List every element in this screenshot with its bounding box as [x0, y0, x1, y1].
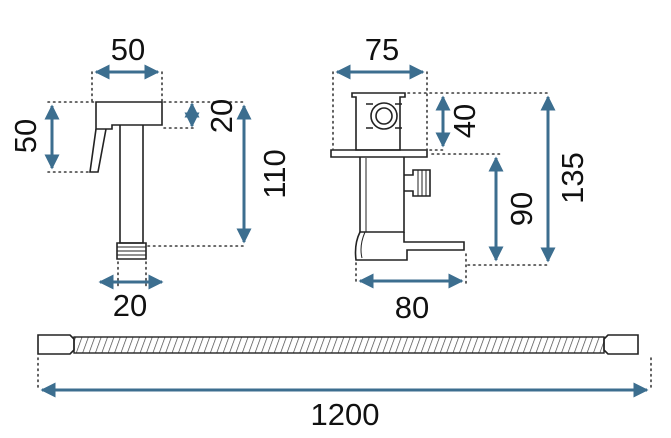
- dim-sprayer-height: 50: [8, 119, 43, 153]
- valve-extension-lines: [332, 71, 549, 286]
- dim-valve-width: 75: [365, 32, 399, 67]
- dim-valve-top: 40: [447, 104, 482, 138]
- dim-valve-height: 135: [555, 152, 590, 204]
- dim-sprayer-thread: 20: [113, 288, 147, 323]
- dim-sprayer-head-height: 20: [204, 99, 239, 133]
- hose-dimension: [37, 357, 652, 398]
- dim-hose-length: 1200: [311, 397, 380, 432]
- valve-dimension-arrows: [335, 64, 556, 289]
- dim-valve-depth: 80: [395, 290, 429, 325]
- sprayer-dimension-arrows: [44, 64, 252, 290]
- hose-drawing: [37, 334, 639, 355]
- dim-sprayer-width: 50: [111, 32, 145, 67]
- dim-sprayer-length: 110: [257, 149, 292, 198]
- sprayer-drawing: [89, 101, 163, 260]
- dim-valve-outlet-height: 90: [504, 192, 539, 226]
- valve-drawing: [330, 92, 465, 261]
